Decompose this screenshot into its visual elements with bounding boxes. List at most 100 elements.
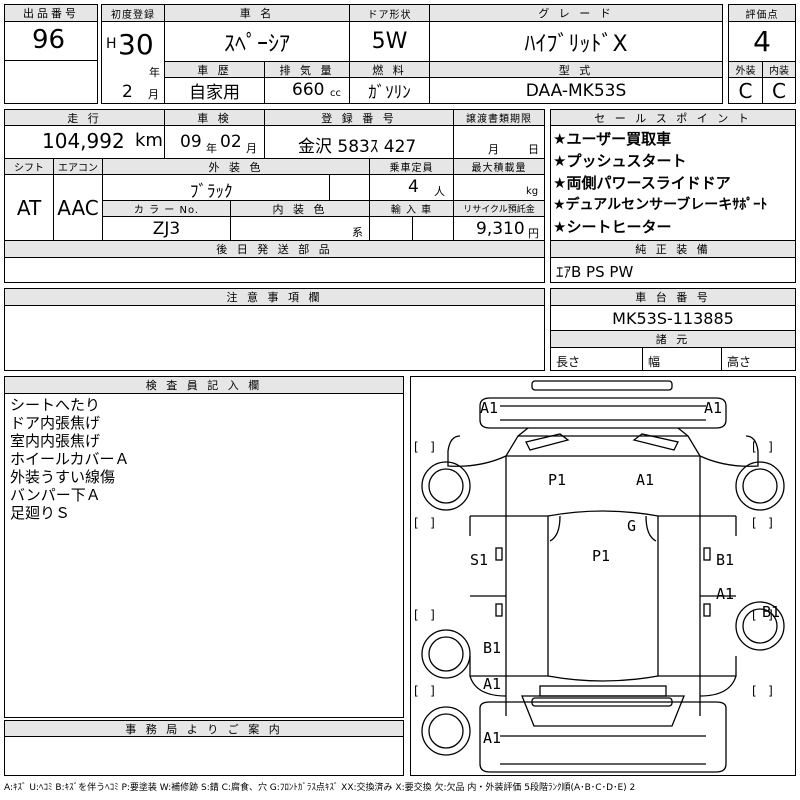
capacity: 4 xyxy=(408,177,419,197)
interior-label: 内装 xyxy=(762,61,796,78)
inspector-line-3: 室内内張焦げ xyxy=(10,432,101,450)
lot-no-blank xyxy=(4,60,98,104)
inspector-line-7: 足廻りＳ xyxy=(10,504,71,522)
ac-label: エアコン xyxy=(53,158,103,175)
inspector-line-2: ドア内張焦げ xyxy=(10,414,101,432)
fuel-label: 燃 料 xyxy=(349,61,430,78)
transfer-day-unit: 日 xyxy=(528,143,539,156)
bracket: [ ] xyxy=(752,684,773,698)
bracket: [ ] xyxy=(752,608,773,622)
model: DAA-MK53S xyxy=(429,77,723,104)
insp-month-unit: 月 xyxy=(246,142,257,155)
history-label: 車 歴 xyxy=(164,61,265,78)
displacement: 660 xyxy=(292,80,325,100)
car-name-label: 車 名 xyxy=(164,4,350,22)
grade: ﾊｲﾌﾞﾘｯﾄﾞX xyxy=(429,21,723,62)
damage-label: A1 xyxy=(483,729,502,747)
reg-no-label: 登 録 番 号 xyxy=(264,109,454,126)
car-name: ｽﾍﾟｰｼｱ xyxy=(164,21,350,62)
damage-label: A1 xyxy=(636,471,655,489)
color-no: ZJ3 xyxy=(102,216,231,241)
bracket: [ ] xyxy=(414,608,435,622)
fuel: ｶﾞｿﾘﾝ xyxy=(349,77,430,104)
score-label: 評価点 xyxy=(728,4,796,22)
genuine-label: 純 正 装 備 xyxy=(550,240,796,258)
color-extra-box xyxy=(329,174,370,201)
inspector-line-5: 外装うすい線傷 xyxy=(10,468,116,486)
year-unit: 年 xyxy=(149,66,160,79)
bracket: [ ] xyxy=(414,684,435,698)
transfer-month-unit: 月 xyxy=(488,143,499,156)
damage-label: P1 xyxy=(592,547,611,565)
notes-box xyxy=(4,305,545,371)
insp-month: 02 xyxy=(220,132,242,152)
dims-width: 幅 xyxy=(648,355,661,369)
car-diagram-frame xyxy=(410,376,796,776)
mileage: 104,992 xyxy=(42,129,125,153)
ac: AAC xyxy=(53,174,103,241)
reg-no: 金沢 583ｽ 427 xyxy=(298,137,417,157)
interior-score: C xyxy=(762,77,796,104)
import-box-1 xyxy=(369,216,413,241)
history: 自家用 xyxy=(164,77,265,104)
genuine: ｴｱB PS PW xyxy=(556,263,634,281)
bracket: [ ] xyxy=(414,516,435,530)
inspector-label: 検 査 員 記 入 欄 xyxy=(4,376,404,394)
sales-point-3: ★両側パワースライドドア xyxy=(553,174,731,192)
load-label: 最大積載量 xyxy=(453,158,545,175)
dims-label: 諸 元 xyxy=(550,330,796,348)
sales-point-2: ★プッシュスタート xyxy=(553,152,687,170)
later-parts-box xyxy=(4,257,545,283)
first-reg-year: 30 xyxy=(118,28,154,61)
bracket: [ ] xyxy=(752,516,773,530)
color-label: 外 装 色 xyxy=(102,158,370,175)
recycle: 9,310 xyxy=(476,219,525,239)
notes-label: 注 意 事 項 欄 xyxy=(4,288,545,306)
model-label: 型 式 xyxy=(429,61,723,78)
sales-point-4: ★デュアルセンサーブレーキｻﾎﾟｰﾄ xyxy=(553,197,768,213)
int-color-box xyxy=(230,216,370,241)
transfer-label: 譲渡書類期限 xyxy=(453,109,545,126)
door: 5W xyxy=(349,21,430,62)
lot-no-label: 出品番号 xyxy=(4,4,98,22)
damage-label: P1 xyxy=(548,471,567,489)
bracket: [ ] xyxy=(752,440,773,454)
sales-point-1: ★ユーザー買取車 xyxy=(553,130,672,148)
door-label: ドア形状 xyxy=(349,4,430,22)
damage-label: S1 xyxy=(470,551,489,569)
exterior-score: C xyxy=(728,77,763,104)
damage-label: G xyxy=(627,517,637,535)
load-unit: kg xyxy=(526,186,539,197)
bracket: [ ] xyxy=(414,440,435,454)
office-box xyxy=(4,736,404,776)
era: H xyxy=(106,36,117,52)
footer-legend: A:ｷｽﾞ U:ﾍｺﾐ B:ｷｽﾞを伴うﾍｺﾐ P:要塗装 W:補修跡 S:錆 … xyxy=(4,783,636,793)
car-diagram xyxy=(421,380,785,773)
sales-points-label: セ ー ル ス ポ イ ン ト xyxy=(550,109,796,126)
damage-label: B1 xyxy=(483,639,502,657)
chassis-label: 車 台 番 号 xyxy=(550,288,796,306)
displacement-label: 排 気 量 xyxy=(264,61,350,78)
import-box-2 xyxy=(412,216,454,241)
int-color-unit: 系 xyxy=(352,226,363,239)
month-unit: 月 xyxy=(148,88,159,101)
damage-label: A1 xyxy=(480,399,499,417)
dims-height-box xyxy=(721,347,796,371)
exterior-label: 外装 xyxy=(728,61,763,78)
damage-label: A1 xyxy=(483,675,502,693)
capacity-label: 乗車定員 xyxy=(369,158,454,175)
shift: AT xyxy=(4,174,54,241)
office-label: 事 務 局 よ り ご 案 内 xyxy=(4,720,404,737)
insp-year-unit: 年 xyxy=(206,142,217,155)
damage-label: B1 xyxy=(716,551,735,569)
lot-no: 96 xyxy=(32,25,66,55)
color-no-label: カ ラ ー No. xyxy=(102,200,231,217)
damage-label: B1 xyxy=(762,603,781,621)
inspector-box xyxy=(4,393,404,718)
inspector-line-4: ホイールカバーＡ xyxy=(10,450,130,468)
capacity-unit: 人 xyxy=(434,185,445,198)
mileage-unit: km xyxy=(135,130,163,151)
color: ﾌﾞﾗｯｸ xyxy=(190,182,233,202)
damage-label: A1 xyxy=(704,399,723,417)
recycle-unit: 円 xyxy=(528,227,539,240)
